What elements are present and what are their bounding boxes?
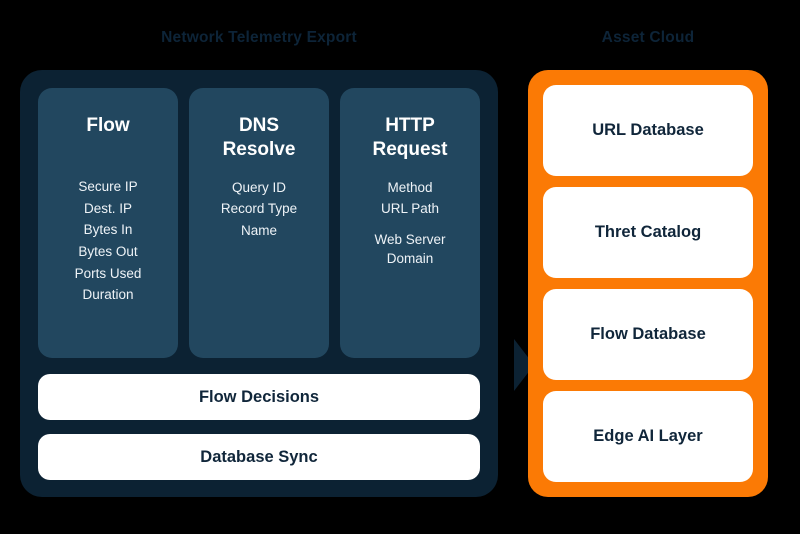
- left-section-caption: Network Telemetry Export: [161, 29, 357, 46]
- list-item: URL Path: [380, 201, 440, 217]
- telemetry-action-bars: Flow Decisions Database Sync: [38, 374, 480, 480]
- telemetry-card-dns-resolve-items: Query ID Record Type Name: [221, 178, 297, 241]
- list-item: Method: [387, 179, 433, 195]
- telemetry-card-http-request[interactable]: HTTP Request Method URL Path Web Server …: [340, 88, 480, 358]
- asset-card-thret-catalog[interactable]: Thret Catalog: [543, 187, 753, 278]
- telemetry-card-flow-items: Secure IP Dest. IP Bytes In Bytes Out Po…: [75, 177, 142, 304]
- network-telemetry-export-panel: Flow Secure IP Dest. IP Bytes In Bytes O…: [20, 70, 534, 497]
- asset-cloud-panel: URL Database Thret Catalog Flow Database…: [528, 70, 768, 497]
- list-item: Secure IP: [78, 179, 138, 195]
- telemetry-columns: Flow Secure IP Dest. IP Bytes In Bytes O…: [38, 88, 480, 358]
- list-item: Web Server Domain: [374, 231, 446, 267]
- telemetry-card-flow[interactable]: Flow Secure IP Dest. IP Bytes In Bytes O…: [38, 88, 178, 358]
- telemetry-card-dns-resolve-title: DNS Resolve: [222, 115, 296, 161]
- list-item: Bytes In: [83, 222, 133, 238]
- list-item: Bytes Out: [78, 244, 138, 259]
- telemetry-card-http-request-title: HTTP Request: [372, 115, 448, 161]
- telemetry-card-http-request-items: Method URL Path Web Server Domain: [374, 178, 445, 269]
- list-item: Ports Used: [74, 265, 142, 281]
- asset-card-edge-ai-layer[interactable]: Edge AI Layer: [543, 391, 753, 482]
- list-item: Name: [240, 222, 277, 238]
- bar-flow-decisions[interactable]: Flow Decisions: [38, 374, 480, 420]
- bar-database-sync[interactable]: Database Sync: [38, 434, 480, 480]
- telemetry-card-dns-resolve[interactable]: DNS Resolve Query ID Record Type Name: [189, 88, 329, 358]
- list-item: Record Type: [220, 201, 298, 217]
- right-section-caption: Asset Cloud: [601, 29, 695, 46]
- telemetry-card-flow-title: Flow: [86, 115, 130, 136]
- list-item: Duration: [82, 287, 134, 303]
- list-item: Query ID: [231, 179, 286, 195]
- asset-card-flow-database[interactable]: Flow Database: [543, 289, 753, 380]
- asset-card-url-database[interactable]: URL Database: [543, 85, 753, 176]
- list-item: Dest. IP: [83, 200, 132, 216]
